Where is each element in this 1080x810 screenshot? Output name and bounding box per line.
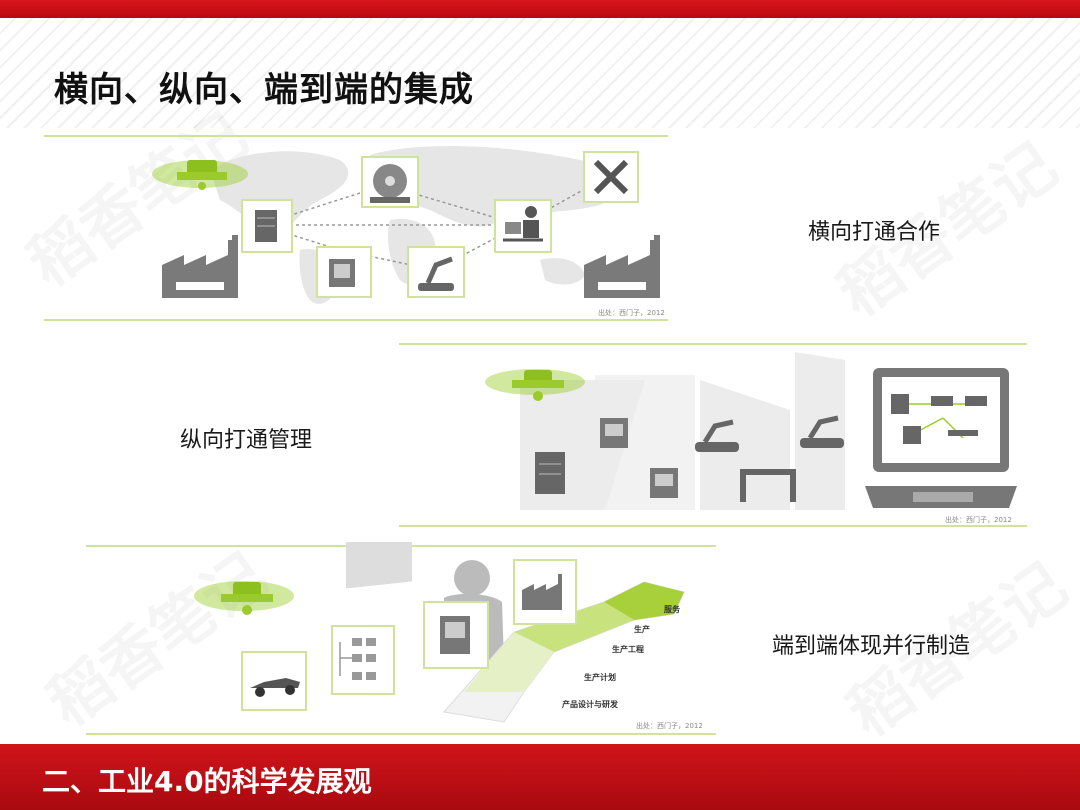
operator-icon	[494, 199, 552, 253]
source-note: 出处：西门子，2012	[945, 515, 1012, 524]
robot-arm-icon	[800, 415, 844, 448]
source-note: 出处：西门子，2012	[598, 308, 665, 317]
robot-arm-icon	[695, 419, 739, 452]
flow-diagram-icon	[331, 625, 395, 695]
tools-icon	[583, 151, 639, 203]
machine-icon	[650, 468, 678, 498]
slide-title: 横向、纵向、端到端的集成	[54, 70, 474, 110]
drone-icon	[194, 581, 294, 615]
source-note: 出处：西门子，2012	[636, 721, 703, 730]
end-to-end-integration-figure: 服务 生产 生产工程 生产计划 产品设计与研发 出处：西门子，2012	[86, 542, 716, 735]
horizontal-integration-figure: 出处：西门子，2012	[44, 135, 668, 321]
robot-arm-icon	[407, 246, 465, 298]
ribbon-step: 产品设计与研发	[562, 699, 619, 709]
end-to-end-caption: 端到端体现并行制造	[772, 634, 971, 659]
ribbon-step: 生产计划	[584, 672, 616, 682]
machine-icon	[600, 418, 628, 448]
header-hatch-background	[0, 18, 1080, 128]
ribbon-step: 服务	[664, 604, 681, 614]
ribbon-step: 生产	[634, 624, 650, 634]
top-banner	[0, 0, 1080, 18]
server-icon	[241, 199, 293, 253]
factory-icon	[513, 559, 577, 625]
section-footer-title: 二、工业4.0的科学发展观	[42, 765, 372, 798]
monitor-icon	[865, 368, 1017, 508]
drone-icon	[485, 369, 585, 401]
process-ribbon	[443, 581, 685, 723]
machine-icon	[423, 601, 489, 669]
machine-icon	[316, 246, 372, 298]
footer-banner	[0, 744, 1080, 810]
ribbon-step: 生产工程	[612, 644, 644, 654]
factory-icon	[584, 235, 660, 298]
sawblade-icon	[361, 156, 419, 208]
race-car-icon	[241, 651, 307, 711]
server-icon	[535, 452, 565, 494]
vertical-integration-figure: 出处：西门子，2012	[399, 343, 1027, 527]
world-map	[210, 145, 618, 304]
gantry-icon	[740, 469, 796, 502]
drone-icon	[152, 160, 248, 190]
factory-icon	[162, 235, 238, 298]
vertical-caption: 纵向打通管理	[180, 428, 313, 453]
horizontal-caption: 横向打通合作	[808, 220, 941, 245]
